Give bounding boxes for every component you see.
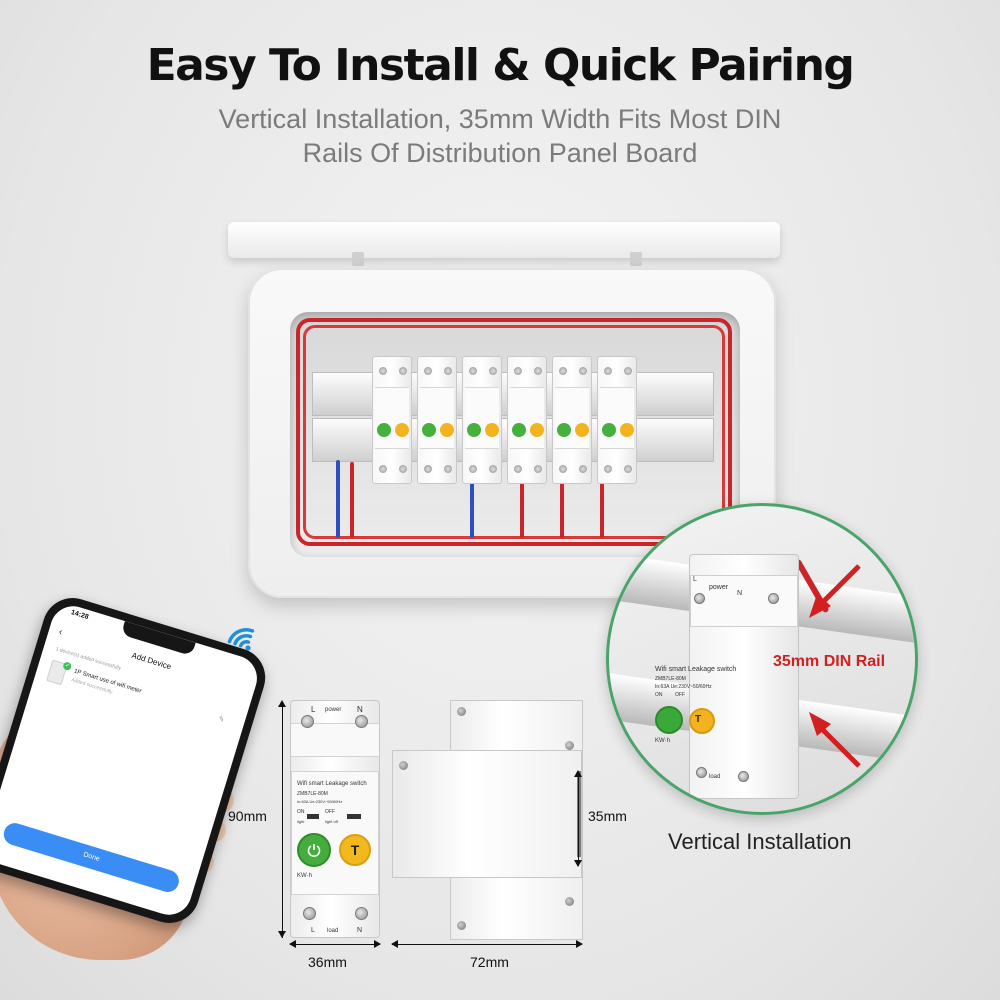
zoom-on-label: ON bbox=[655, 692, 663, 698]
on-label: ON bbox=[297, 809, 305, 815]
blue-wire bbox=[336, 460, 340, 538]
wifi-icon bbox=[227, 628, 255, 651]
terminal-screw bbox=[355, 907, 368, 920]
terminal-screw bbox=[696, 767, 707, 778]
rail-slot bbox=[577, 771, 581, 857]
zoom-label-n: N bbox=[737, 590, 743, 597]
status-indicator bbox=[307, 814, 319, 819]
plate-width-dimension: 72mm bbox=[470, 954, 509, 970]
device-name: Wifi smart Leakage switch bbox=[297, 781, 367, 787]
label-l-top: L bbox=[311, 705, 316, 714]
power-button[interactable] bbox=[297, 833, 331, 867]
red-wire bbox=[560, 478, 564, 538]
red-wire bbox=[520, 478, 524, 538]
zoom-test-button bbox=[689, 708, 715, 734]
vertical-installation-caption: Vertical Installation bbox=[668, 829, 852, 854]
height-dimension: 90mm bbox=[228, 808, 267, 824]
red-wire bbox=[600, 478, 604, 538]
terminal-screw bbox=[301, 715, 314, 728]
subheadline-line-2: Rails Of Distribution Panel Board bbox=[302, 138, 698, 168]
terminal-screw bbox=[303, 907, 316, 920]
zoom-label-power: power bbox=[709, 584, 729, 591]
label-l-bottom: L bbox=[311, 927, 315, 934]
dimension-line-width bbox=[290, 944, 380, 945]
box-lid bbox=[228, 222, 780, 258]
terminal-screw bbox=[738, 771, 749, 782]
red-wire-loop bbox=[303, 325, 725, 539]
label-power: power bbox=[325, 707, 342, 713]
red-wire bbox=[350, 462, 354, 538]
terminal-screw bbox=[768, 593, 779, 604]
edit-icon[interactable]: ✎ bbox=[217, 715, 226, 725]
rail-width-dimension: 35mm bbox=[588, 808, 627, 824]
label-load: load bbox=[327, 928, 339, 934]
label-n-top: N bbox=[357, 705, 363, 714]
dimension-line-plate-width bbox=[392, 944, 582, 945]
width-dimension: 36mm bbox=[308, 954, 347, 970]
light-off-label: light off bbox=[325, 819, 338, 824]
device-rating: In:63A Ue:230V~50/60Hz bbox=[297, 799, 343, 804]
red-wire-loop bbox=[296, 318, 732, 546]
zoom-device bbox=[689, 554, 799, 799]
headline: Easy To Install & Quick Pairing bbox=[146, 40, 855, 91]
zoom-power-button bbox=[655, 706, 683, 734]
mounting-plate-body bbox=[392, 750, 582, 878]
phone-screen: 14:28 ‹ Add Device 1 device(s) added suc… bbox=[0, 600, 263, 921]
off-label: OFF bbox=[325, 809, 335, 815]
blue-wire bbox=[470, 478, 474, 538]
power-icon bbox=[307, 844, 321, 857]
zoom-detail-circle: L power N Wifi smart Leakage switch ZMB7… bbox=[606, 503, 918, 815]
dimension-line-rail bbox=[578, 772, 579, 866]
kwh-label: KW·h bbox=[297, 873, 312, 879]
lid-hinge bbox=[352, 252, 364, 266]
subheadline: Vertical Installation, 35mm Width Fits M… bbox=[150, 102, 850, 170]
light-label: light bbox=[297, 819, 305, 824]
added-device-item[interactable]: ✓ 1P Smart use of wifi meter Added succe… bbox=[44, 658, 234, 742]
zoom-device-name: Wifi smart Leakage switch bbox=[655, 666, 737, 673]
din-rail-label: 35mm DIN Rail bbox=[773, 653, 886, 670]
label-n-bottom: N bbox=[357, 927, 363, 934]
breaker-module bbox=[462, 356, 502, 484]
device-model: ZMB7LE-80M bbox=[297, 791, 328, 797]
lid-hinge bbox=[630, 252, 642, 266]
smart-switch-device: L power N Wifi smart Leakage switch ZMB7… bbox=[290, 700, 380, 938]
phone-time: 14:28 bbox=[70, 609, 90, 622]
terminal-screw bbox=[694, 593, 705, 604]
zoom-label-l: L bbox=[693, 576, 697, 583]
zoom-kwh-label: KW·h bbox=[655, 738, 670, 744]
breaker-module bbox=[552, 356, 592, 484]
zoom-device-rating: In:63A Ue:230V~50/60Hz bbox=[655, 684, 712, 690]
rail-width-arrows bbox=[809, 564, 861, 768]
zoom-off-label: OFF bbox=[675, 692, 685, 698]
breaker-module bbox=[372, 356, 412, 484]
breaker-module bbox=[597, 356, 637, 484]
zoom-device-model: ZMB7LE-80M bbox=[655, 676, 686, 682]
breaker-module bbox=[507, 356, 547, 484]
dimension-line-height bbox=[282, 702, 283, 938]
terminal-screw bbox=[355, 715, 368, 728]
zoom-label-load: load bbox=[709, 774, 721, 780]
status-indicator bbox=[347, 814, 361, 819]
subheadline-line-1: Vertical Installation, 35mm Width Fits M… bbox=[218, 104, 782, 134]
test-button[interactable]: T bbox=[339, 834, 371, 866]
breaker-module bbox=[417, 356, 457, 484]
zoom-test-label: T bbox=[695, 714, 702, 725]
